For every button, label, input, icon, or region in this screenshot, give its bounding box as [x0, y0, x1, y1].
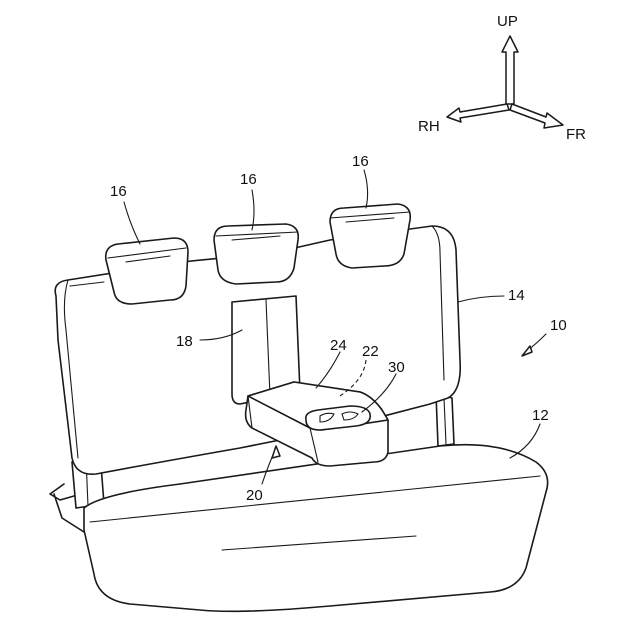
- label-16-center: 16: [240, 171, 257, 188]
- leader-14: [458, 296, 504, 302]
- headrest-center: [214, 224, 298, 284]
- armrest: [246, 382, 388, 466]
- rh-label: RH: [418, 118, 440, 135]
- label-24: 24: [330, 337, 347, 354]
- direction-indicator: UP RH FR: [418, 13, 586, 143]
- label-14: 14: [508, 287, 525, 304]
- leader-16-center: [252, 190, 254, 230]
- label-18: 18: [176, 333, 193, 350]
- leader-16-right: [364, 170, 368, 208]
- label-22: 22: [362, 343, 379, 360]
- leader-16-left: [124, 202, 140, 244]
- up-arrow: [502, 36, 518, 104]
- label-16-left: 16: [110, 183, 127, 200]
- headrest-left: [106, 238, 188, 304]
- fr-arrow: [510, 104, 563, 128]
- headrest-right: [330, 204, 410, 268]
- label-12: 12: [532, 407, 549, 424]
- label-30: 30: [388, 359, 405, 376]
- label-16-right: 16: [352, 153, 369, 170]
- label-20: 20: [246, 487, 263, 504]
- rh-arrow: [447, 104, 509, 122]
- seat-cushion: [84, 445, 548, 612]
- label-10: 10: [550, 317, 567, 334]
- fr-label: FR: [566, 126, 586, 143]
- leader-20-arrowhead: [272, 446, 280, 458]
- leader-10-arrowhead: [522, 346, 532, 356]
- up-label: UP: [497, 13, 518, 30]
